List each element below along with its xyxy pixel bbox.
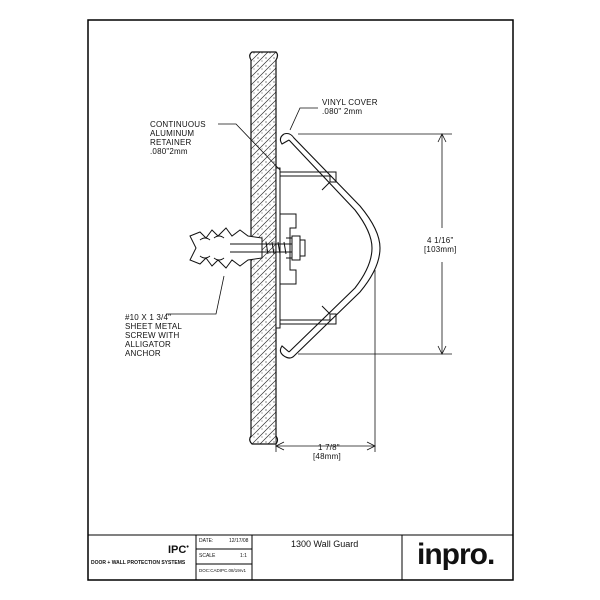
date-value: 12/17/08 (229, 538, 249, 544)
retainer-line-4: .080"2mm (150, 147, 188, 156)
height-metric: [103mm] (424, 245, 457, 254)
screw-label: #10 X 1 3/4" SHEET METAL SCREW WITH ALLI… (125, 313, 182, 358)
depth-dimension (275, 270, 376, 452)
vinyl-cover-label: VINYL COVER .080" 2mm (322, 98, 378, 116)
screw-line-3: SCREW WITH (125, 331, 180, 340)
depth-dimension-label: 1 7/8" [48mm] (313, 443, 341, 461)
product-title: 1300 Wall Guard (291, 539, 359, 549)
depth-metric: [48mm] (313, 452, 341, 461)
leader-lines (166, 107, 318, 315)
vinyl-cover-line-1: VINYL COVER (322, 98, 378, 107)
ipc-tagline: DOOR + WALL PROTECTION SYSTEMS (91, 560, 186, 566)
screw-line-1: #10 X 1 3/4" (125, 313, 172, 322)
depth-imperial: 1 7/8" (318, 443, 340, 452)
retainer-label: CONTINUOUS ALUMINUM RETAINER .080"2mm (150, 120, 206, 156)
ipc-registered-dot-icon: • (186, 544, 189, 551)
height-dimension-label: 4 1/16" [103mm] (424, 236, 457, 254)
scale-label: SCALE (199, 553, 216, 559)
vinyl-cover (279, 132, 381, 359)
doc-code: DOC:CADIPC.08/19rv1 (199, 568, 247, 573)
date-label: DATE: (199, 538, 214, 544)
ipc-brand: IPC• (168, 544, 189, 556)
title-block-frame (88, 534, 513, 580)
screw-line-5: ANCHOR (125, 349, 161, 358)
height-imperial: 4 1/16" (427, 236, 454, 245)
screw-line-4: ALLIGATOR (125, 340, 171, 349)
ipc-brand-text: IPC (168, 544, 187, 556)
scale-value: 1:1 (240, 553, 247, 559)
screw-line-2: SHEET METAL (125, 322, 183, 331)
sheet-border (87, 19, 514, 581)
inpro-logo: inpro. (417, 538, 495, 571)
retainer-line-3: RETAINER (150, 138, 192, 147)
height-dimension (298, 133, 452, 355)
retainer-line-1: CONTINUOUS (150, 120, 206, 129)
screw-with-anchor (189, 227, 306, 269)
vinyl-cover-line-2: .080" 2mm (322, 107, 363, 116)
retainer-line-2: ALUMINUM (150, 129, 195, 138)
